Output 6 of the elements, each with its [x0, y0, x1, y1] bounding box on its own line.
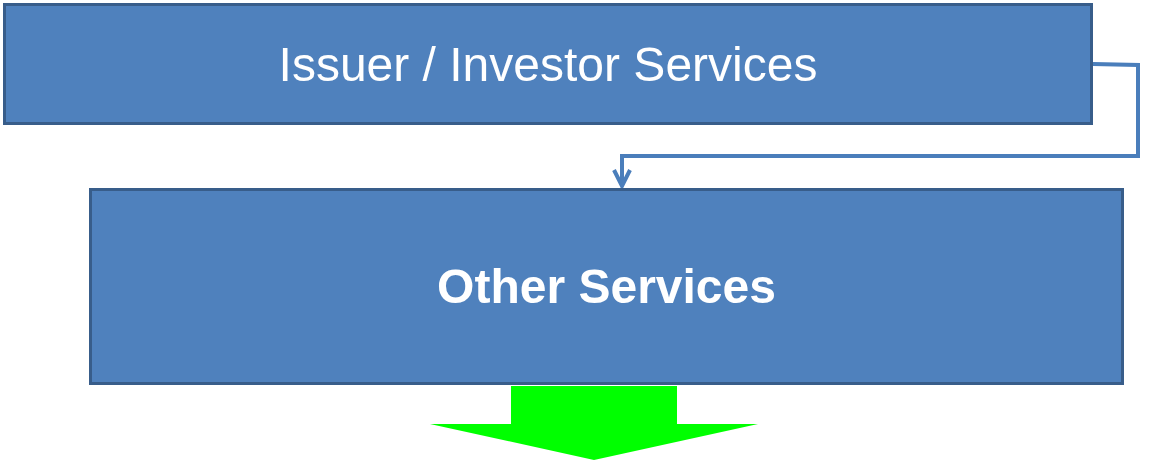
process-box — [89, 188, 1124, 385]
box-label: Other Services — [437, 259, 776, 314]
box-label: Issuer / Investor Services — [278, 36, 818, 92]
arrow — [430, 386, 758, 460]
arrow — [612, 62, 1140, 188]
process-box — [3, 3, 1093, 125]
